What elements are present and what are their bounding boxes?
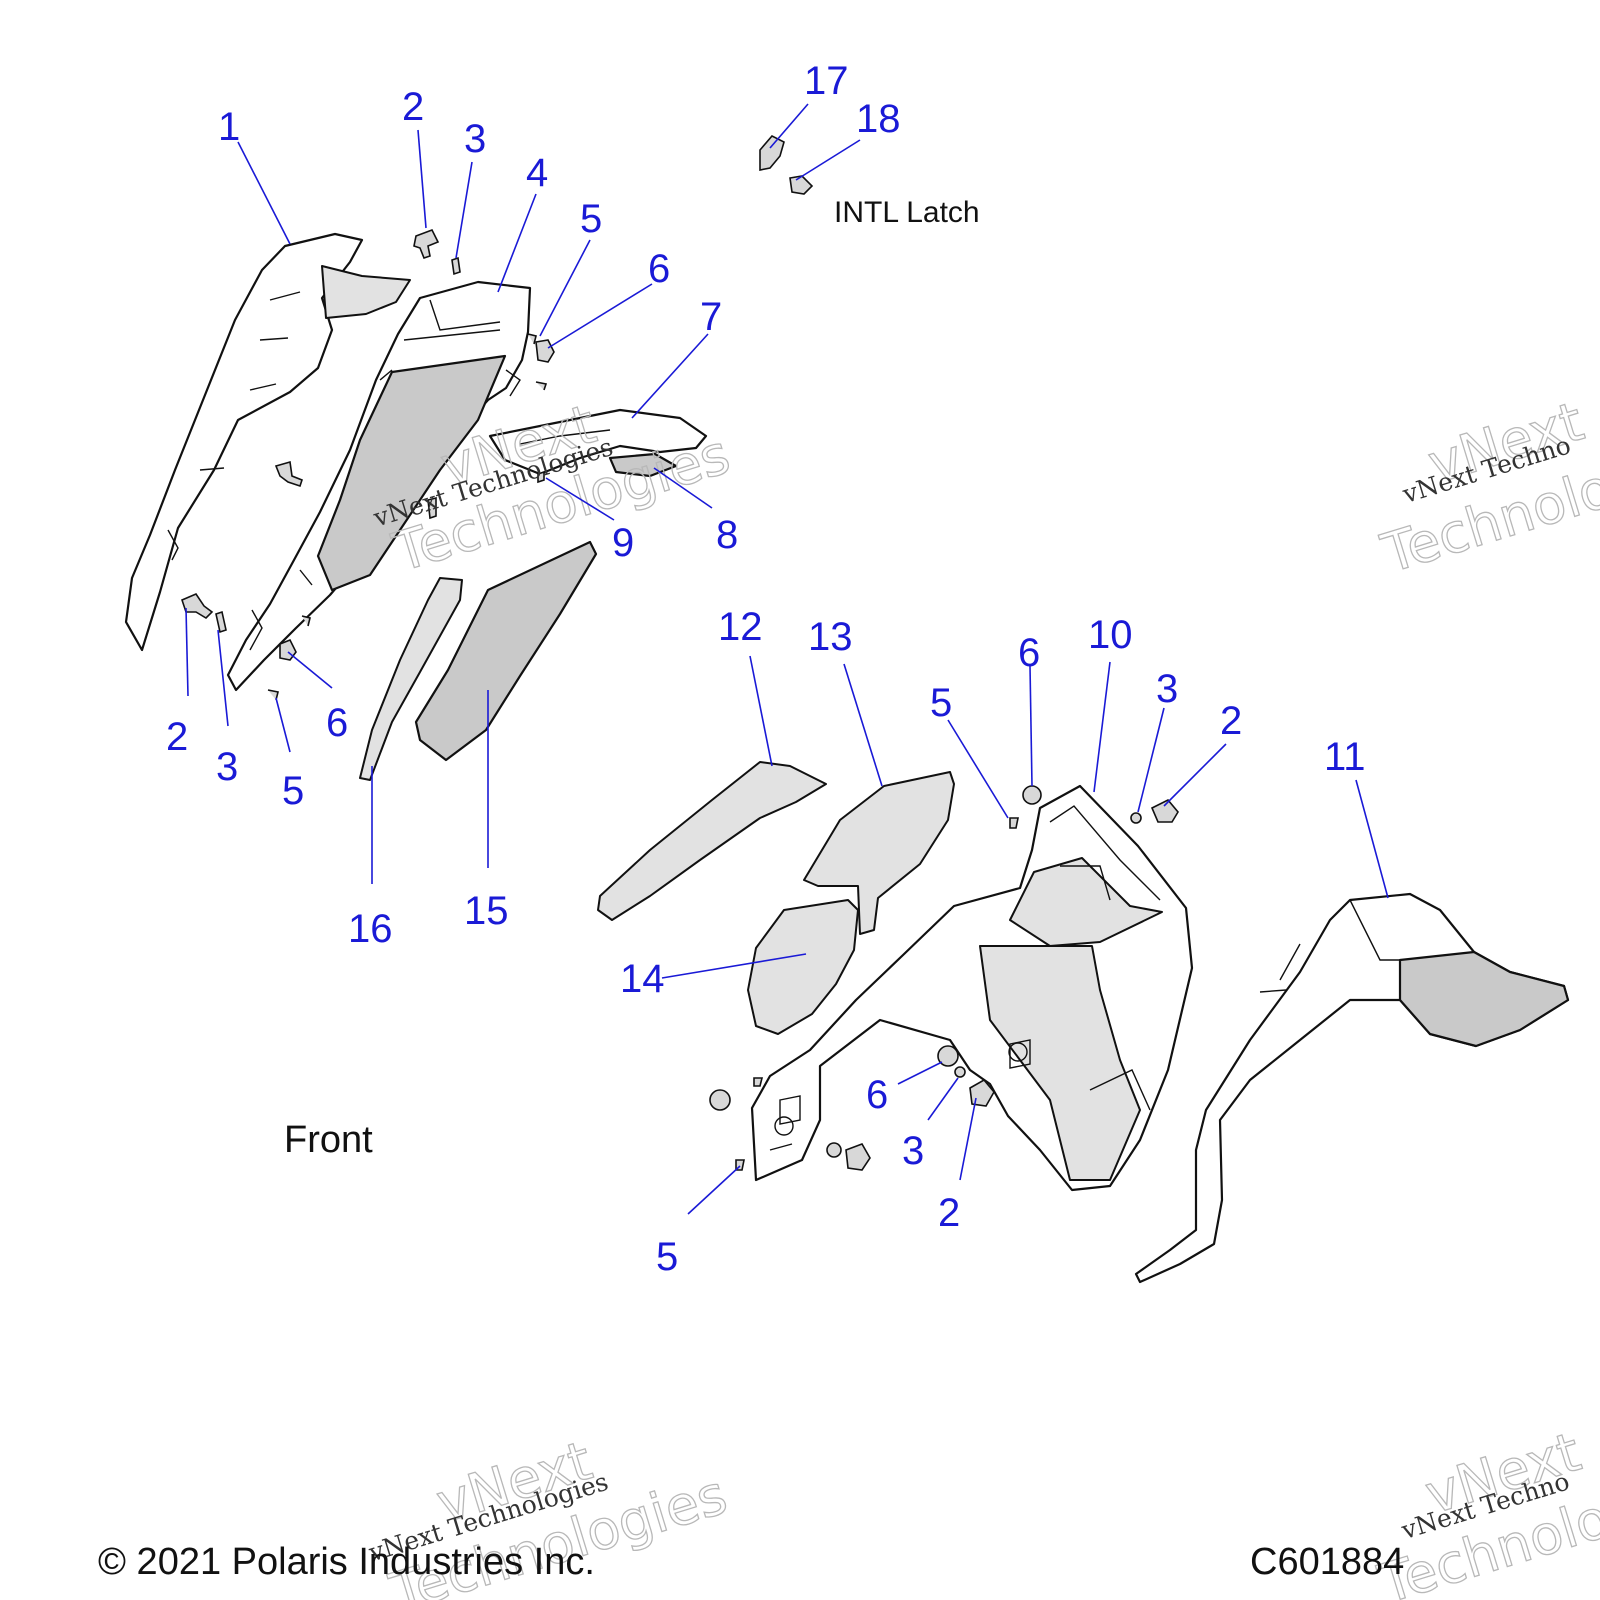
nut-6-top [535, 339, 555, 363]
washer-3-top [451, 256, 461, 276]
washer-9 [537, 470, 545, 484]
callout-5: 5 [656, 1235, 678, 1279]
callout-numbers: 1 2 3 4 5 6 7 8 9 2 3 5 6 16 15 17 18 12… [166, 59, 1366, 1279]
fastener-2-top-right [1150, 799, 1179, 823]
screw-5-top-right [1009, 817, 1019, 829]
callout-15: 15 [464, 889, 509, 933]
washer-3-bottom-right [954, 1066, 966, 1078]
washer-bottom [826, 1142, 842, 1158]
fastener-2-top [413, 228, 440, 259]
part-11-side-panel [1134, 892, 1570, 1284]
screw-5-top [527, 333, 548, 391]
fastener-2-bottom [181, 593, 214, 620]
grommet-left [709, 1089, 731, 1111]
front-label: Front [284, 1119, 373, 1161]
part-4-inner-frame [226, 280, 532, 692]
callout-3: 3 [216, 745, 238, 789]
pin-9 [427, 496, 437, 520]
figure-id: C601884 [1250, 1541, 1404, 1583]
callout-17: 17 [804, 59, 849, 103]
callout-2: 2 [402, 85, 424, 129]
callout-5: 5 [930, 681, 952, 725]
screw-5-bottom [267, 615, 311, 701]
callout-3: 3 [1156, 667, 1178, 711]
intl-latch-parts [759, 135, 814, 195]
callout-5: 5 [282, 769, 304, 813]
callout-6: 6 [326, 701, 348, 745]
callout-2: 2 [1220, 699, 1242, 743]
callout-3: 3 [902, 1129, 924, 1173]
callout-5: 5 [580, 197, 602, 241]
callout-8: 8 [716, 513, 738, 557]
washer-3-bottom [215, 610, 227, 634]
callout-13: 13 [808, 615, 853, 659]
fastener-bottom [845, 1143, 871, 1171]
callout-2: 2 [938, 1191, 960, 1235]
copyright: © 2021 Polaris Industries Inc. [98, 1541, 595, 1583]
latch-17 [759, 135, 785, 171]
callout-1: 1 [218, 105, 240, 149]
part-8-clip [608, 452, 678, 478]
callout-3: 3 [464, 117, 486, 161]
grommet-6-bottom [937, 1045, 959, 1067]
part-12-trim [597, 761, 827, 921]
callout-10: 10 [1088, 613, 1133, 657]
part-14-pad [747, 899, 859, 1035]
part-15-pad [414, 540, 598, 762]
part-16-strip [359, 577, 463, 781]
washer-3-top-right [1130, 812, 1142, 824]
callout-6: 6 [1018, 631, 1040, 675]
left-hardware [181, 228, 555, 701]
callout-7: 7 [700, 295, 722, 339]
screw-left [753, 1077, 764, 1087]
callout-4: 4 [526, 151, 548, 195]
callout-9: 9 [612, 521, 634, 565]
callout-18: 18 [856, 97, 901, 141]
callout-2: 2 [166, 715, 188, 759]
callout-14: 14 [620, 957, 665, 1001]
watermark-2: vNext Technologies vNext Techno [1374, 389, 1600, 586]
callout-6: 6 [648, 247, 670, 291]
callout-12: 12 [718, 605, 763, 649]
right-hardware [709, 785, 1179, 1171]
part-13-pad [803, 771, 955, 935]
latch-18 [789, 175, 814, 195]
part-1-side-panel [124, 232, 411, 652]
callout-11: 11 [1324, 735, 1366, 779]
part-7-bracket [488, 408, 708, 476]
leader-lines [185, 103, 1389, 1215]
callout-16: 16 [348, 907, 393, 951]
callout-6: 6 [866, 1073, 888, 1117]
fastener-2-mid [274, 460, 303, 488]
grommet-6-top [1022, 785, 1042, 805]
part-10-center-body [750, 784, 1194, 1192]
intl-latch-label: INTL Latch [834, 196, 980, 229]
